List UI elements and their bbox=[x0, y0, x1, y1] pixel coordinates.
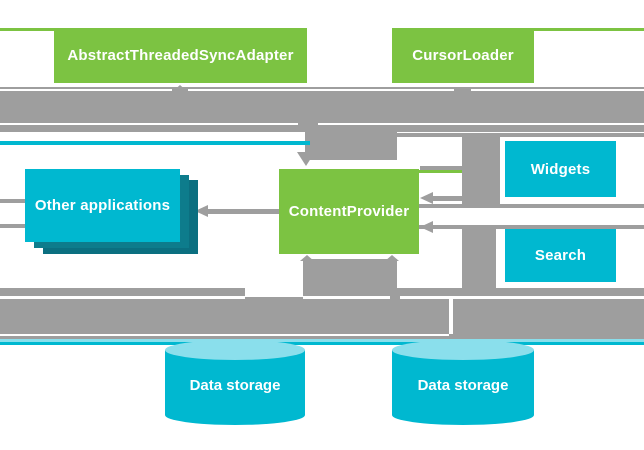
arrowhead-to-cursorloader bbox=[454, 88, 472, 96]
arrow-shaft-right-lower bbox=[462, 229, 496, 290]
node-label: Widgets bbox=[530, 160, 591, 178]
arrow-band-top-substripe bbox=[395, 133, 644, 137]
cylinder-body bbox=[165, 350, 305, 415]
cyan-hairline-bottom bbox=[0, 341, 644, 345]
hairline bbox=[449, 296, 453, 334]
cylinder-data-storage-left: Data storage bbox=[165, 340, 305, 425]
arrowhead-to-contentprovider-bottom-left bbox=[300, 254, 314, 261]
cylinder-data-storage-right: Data storage bbox=[392, 340, 534, 425]
hairline bbox=[471, 89, 644, 91]
hairline bbox=[0, 89, 172, 91]
arrow-stripe-search-fragment bbox=[0, 224, 25, 228]
arrow-shaft-center bbox=[305, 125, 397, 160]
cylinder-body bbox=[392, 350, 534, 415]
node-label: Data storage bbox=[417, 377, 509, 394]
arrowhead-widgets-to-contentprovider bbox=[420, 191, 433, 204]
hairline bbox=[453, 295, 644, 299]
node-widgets: Widgets bbox=[505, 141, 616, 197]
cyan-hairline-middle bbox=[0, 141, 310, 145]
hairline bbox=[0, 333, 449, 336]
hairline bbox=[0, 295, 245, 299]
node-label: Other applications bbox=[34, 197, 171, 214]
cylinder-top bbox=[392, 340, 534, 360]
node-cursor-loader: CursorLoader bbox=[392, 28, 534, 83]
hairline bbox=[0, 122, 298, 125]
node-content-provider: ContentProvider bbox=[279, 169, 419, 254]
arrowhead-to-other-applications bbox=[195, 204, 208, 217]
hairline bbox=[245, 288, 303, 297]
node-label: ContentProvider bbox=[288, 203, 410, 220]
arrowhead-to-contentprovider-bottom-right bbox=[385, 254, 399, 261]
green-hairline-left bbox=[0, 28, 54, 31]
hairline bbox=[188, 89, 454, 91]
node-label: Data storage bbox=[189, 377, 281, 394]
arrowhead-to-contentprovider-top bbox=[297, 152, 315, 166]
node-search: Search bbox=[505, 229, 616, 282]
green-hairline-right bbox=[534, 28, 644, 31]
cyan-hairline-bottom-light bbox=[0, 339, 644, 342]
node-label: AbstractThreadedSyncAdapter bbox=[67, 47, 294, 64]
arrowhead-search-to-contentprovider bbox=[420, 220, 433, 233]
node-abstract-threaded-sync-adapter: AbstractThreadedSyncAdapter bbox=[54, 28, 307, 83]
arrow-stripe-widgets bbox=[419, 203, 644, 208]
arrow-shaft-center-lower bbox=[303, 259, 397, 289]
arrow-stripe-search bbox=[419, 225, 644, 229]
node-other-applications: Other applications bbox=[25, 169, 180, 242]
arrow-stripe-widgets-fragment bbox=[0, 198, 25, 203]
cylinder-top bbox=[165, 340, 305, 360]
hairline bbox=[400, 295, 449, 299]
hairline bbox=[318, 122, 644, 125]
node-label: Search bbox=[534, 247, 587, 264]
arrow-shaft-widgets bbox=[427, 195, 500, 201]
hairline bbox=[303, 295, 390, 299]
arrowhead-to-syncadapter bbox=[171, 85, 189, 93]
green-hairline-contentprovider bbox=[419, 169, 462, 173]
node-label: CursorLoader bbox=[412, 47, 514, 64]
arrow-shaft-other-applications bbox=[206, 208, 280, 214]
